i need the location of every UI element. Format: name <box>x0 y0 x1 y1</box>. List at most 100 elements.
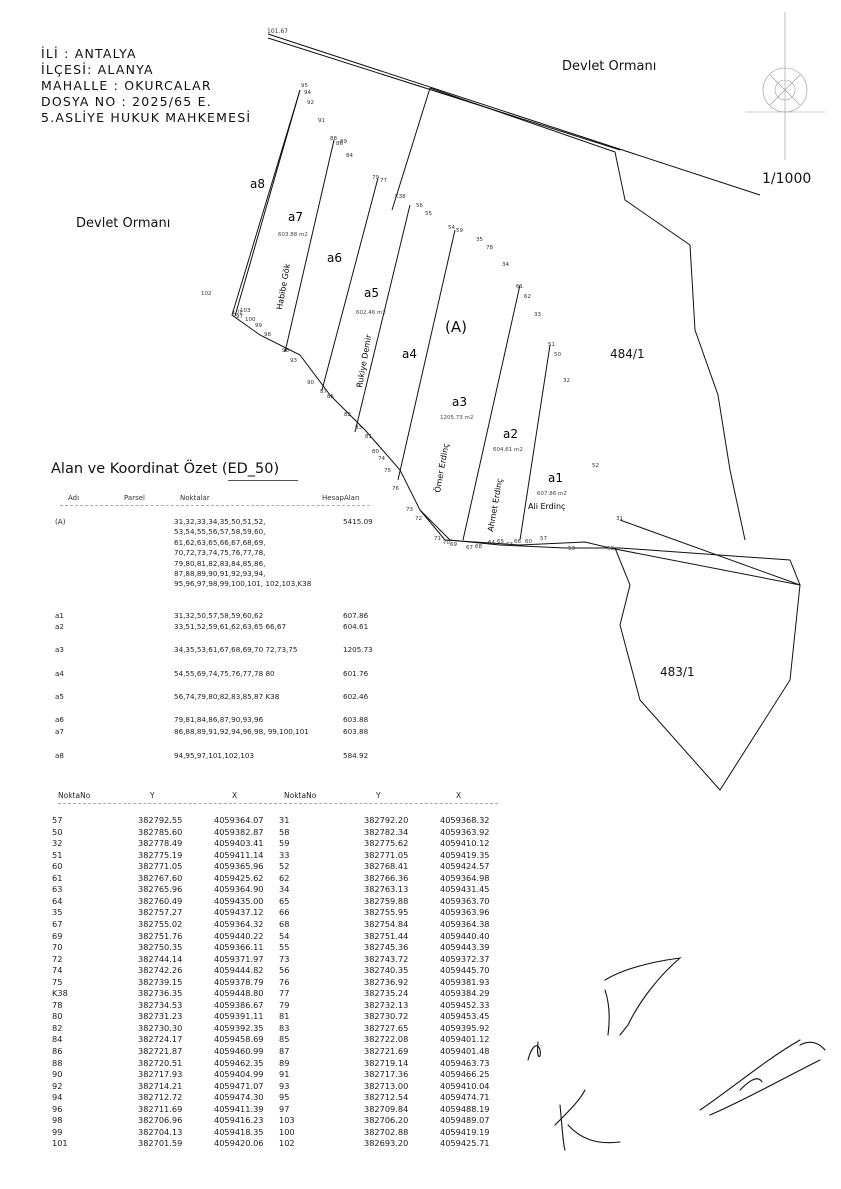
coord-y2: 382759.88 <box>364 895 409 906</box>
coord-no2: 52 <box>279 861 290 872</box>
coord-x2: 4059488.19 <box>440 1103 490 1114</box>
coord-y: 382736.35 <box>138 988 183 999</box>
header-ilce: İLÇESİ: ALANYA <box>41 62 154 77</box>
coord-x: 4059386.67 <box>214 999 264 1010</box>
parcel-484-label: 484/1 <box>610 347 645 361</box>
point-label: 74 <box>378 456 385 462</box>
point-label: 81 <box>365 434 372 440</box>
coord-x: 4059364.32 <box>214 918 264 929</box>
subparcel-a5-label: a5 <box>364 286 379 300</box>
coord-no2: 97 <box>279 1103 290 1114</box>
coord-x: 4059471.07 <box>214 1080 264 1091</box>
subparcel-a2-owner: Ahmet Erdinç <box>486 478 504 533</box>
subparcel-a7-owner: Habibe Gök <box>275 263 292 311</box>
summary-title: Alan ve Koordinat Özet (ED_50) <box>51 461 280 477</box>
point-label: 66 <box>514 539 521 545</box>
coord-no2: 83 <box>279 1022 290 1033</box>
subparcel-a2-label: a2 <box>503 427 518 441</box>
coord-y: 382730.30 <box>138 1022 183 1033</box>
coord-x: 4059366.11 <box>214 942 264 953</box>
coord-no: 61 <box>52 872 63 883</box>
coord-no2: 77 <box>279 988 290 999</box>
coord-y: 382792.55 <box>138 815 183 825</box>
point-label: 58 <box>607 546 614 552</box>
coord-x2: 4059463.73 <box>440 1057 490 1068</box>
subparcel-a1-area: 607.86 m2 <box>537 491 567 497</box>
point-label: 34 <box>502 262 509 268</box>
coord-y2: 382745.36 <box>364 942 409 953</box>
coord-x: 4059365.96 <box>214 861 264 872</box>
coord-x: 4059411.14 <box>214 849 264 860</box>
coord-y: 382757.27 <box>138 907 183 918</box>
subparcel-a6-label: a6 <box>327 251 342 265</box>
coord-no: 86 <box>52 1046 63 1056</box>
summary-row-points: 33,51,52,59,61,62,63,65 66,67 <box>174 622 287 631</box>
summary-header-name: Adı <box>68 494 80 502</box>
header-il: İLİ : ANTALYA <box>41 46 137 61</box>
coord-x2: 4059445.70 <box>440 965 490 976</box>
point-label: 68 <box>475 544 482 550</box>
coord-x2: 4059363.70 <box>440 895 490 906</box>
coord-y: 382724.17 <box>138 1034 183 1045</box>
coord-x2: 4059489.07 <box>440 1115 490 1126</box>
coord-no2: 102 <box>279 1138 295 1149</box>
coord-y2: 382740.35 <box>364 965 409 976</box>
coord-header-x: X <box>232 791 238 800</box>
coord-x: 4059425.62 <box>214 872 264 883</box>
coord-y: 382714.21 <box>138 1080 183 1091</box>
coord-x: 4059420.06 <box>214 1138 264 1149</box>
point-label: 86 <box>336 141 343 147</box>
coord-no: 94 <box>52 1092 63 1103</box>
point-label: 65 <box>497 539 504 545</box>
point-label: 94 <box>304 90 311 96</box>
north-arrow-icon <box>745 12 825 160</box>
coord-x: 4059416.23 <box>214 1115 264 1126</box>
coord-no: 64 <box>52 895 63 906</box>
point-label: 85 <box>327 394 334 400</box>
subparcel-a3-area: 1205.73 m2 <box>440 415 473 421</box>
coord-x2: 4059474.71 <box>440 1092 490 1103</box>
point-label: 91 <box>318 118 325 124</box>
summary-row-area: 603.88 <box>343 715 369 724</box>
coord-no2: 91 <box>279 1069 290 1080</box>
point-label: 67 <box>466 545 473 551</box>
coord-no: 90 <box>52 1069 63 1080</box>
signature-4-icon <box>699 1039 821 1116</box>
coord-no2: 31 <box>279 815 290 825</box>
summary-row-area: 607.86 <box>343 611 369 620</box>
coord-no: 96 <box>52 1103 63 1114</box>
coord-x2: 4059410.04 <box>440 1080 490 1091</box>
coord-y: 382775.19 <box>138 849 183 860</box>
coord-y: 382744.14 <box>138 953 183 964</box>
coord-no: 32 <box>52 838 63 849</box>
summary-row-name: (A) <box>55 517 66 526</box>
point-label: 84 <box>346 153 353 159</box>
subparcel-a1-owner: Ali Erdinç <box>528 502 565 511</box>
point-label: 53 <box>568 546 575 552</box>
coord-x: 4059378.79 <box>214 976 264 987</box>
coord-no2: 56 <box>279 965 290 976</box>
coord-y: 382739.15 <box>138 976 183 987</box>
coord-x: 4059392.35 <box>214 1022 264 1033</box>
parcel-483-label: 483/1 <box>660 665 695 679</box>
point-label: 97 <box>236 314 243 320</box>
coord-y2: 382763.13 <box>364 884 409 895</box>
point-label: 60 <box>525 539 532 545</box>
summary-title-underline <box>228 480 298 481</box>
coord-y2: 382730.72 <box>364 1011 409 1022</box>
point-labels: 95 94 92 91 90 88 86 84 89 87 101 100 99… <box>201 83 623 552</box>
coord-no: 75 <box>52 976 63 987</box>
coord-y: 382785.60 <box>138 826 183 837</box>
coord-header-x2: X <box>456 791 462 800</box>
coord-y2: 382706.20 <box>364 1115 409 1126</box>
coord-no2: 89 <box>279 1057 290 1068</box>
